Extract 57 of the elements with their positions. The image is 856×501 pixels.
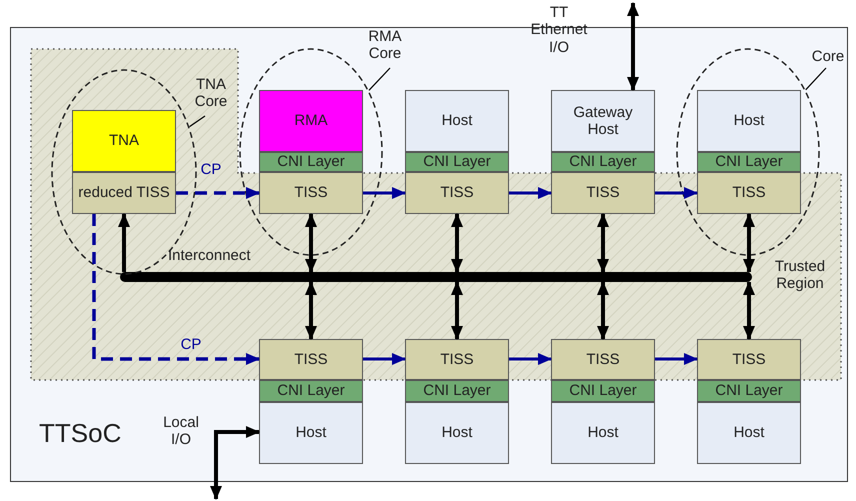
double-arrow xyxy=(743,213,755,273)
double-arrow xyxy=(597,213,609,273)
edge-label: Local I/O xyxy=(162,414,200,448)
tiss-block: TISS xyxy=(551,339,655,380)
double-arrow xyxy=(597,281,609,340)
edge-label: CP xyxy=(180,336,202,354)
arrow xyxy=(655,353,698,365)
host-block: Host xyxy=(697,90,801,152)
tiss-block: TISS xyxy=(697,172,801,214)
double-arrow xyxy=(627,2,639,91)
arrow xyxy=(118,213,130,272)
leader-line xyxy=(368,68,390,91)
arrow xyxy=(655,187,698,199)
bus-label: Interconnect xyxy=(168,247,251,264)
tiss-block: TISS xyxy=(697,339,801,380)
double-arrow xyxy=(305,281,317,340)
double-arrow xyxy=(305,213,317,273)
region-label: Trusted Region xyxy=(774,258,826,292)
tiss-block: reduced TISS xyxy=(72,172,176,214)
tiss-block: TISS xyxy=(551,172,655,214)
dashed-arrow xyxy=(176,187,260,199)
core-label: RMA Core xyxy=(360,28,410,68)
cni-layer-block: CNI Layer xyxy=(697,380,801,402)
cni-layer-block: CNI Layer xyxy=(697,152,801,172)
double-arrow xyxy=(451,213,463,273)
double-arrow xyxy=(743,281,755,340)
soc-label: TTSoC xyxy=(39,419,122,449)
cni-layer-block: CNI Layer xyxy=(405,152,509,172)
rma-block: RMA xyxy=(259,90,363,152)
tna-block: TNA xyxy=(72,110,176,172)
cni-layer-block: CNI Layer xyxy=(551,152,655,172)
cni-layer-block: CNI Layer xyxy=(259,152,363,172)
arrow xyxy=(363,353,406,365)
host-block: Host xyxy=(551,402,655,464)
core-label: Core xyxy=(806,48,847,68)
dashed-arrow xyxy=(92,214,260,365)
cni-layer-block: CNI Layer xyxy=(551,380,655,402)
tiss-block: TISS xyxy=(259,172,363,214)
host-block: Host xyxy=(697,402,801,464)
host-block: Host xyxy=(259,402,363,464)
cni-layer-block: CNI Layer xyxy=(405,380,509,402)
core-label: TNA Core xyxy=(188,76,234,116)
host-block: Host xyxy=(405,402,509,464)
leader-line xyxy=(189,116,206,128)
arrow xyxy=(509,187,552,199)
tiss-block: TISS xyxy=(405,339,509,380)
leader-line xyxy=(805,68,826,90)
tiss-block: TISS xyxy=(405,172,509,214)
arrow xyxy=(363,187,406,199)
arrow xyxy=(509,353,552,365)
tiss-block: TISS xyxy=(259,339,363,380)
host-block: Host xyxy=(405,90,509,152)
host-block: Gateway Host xyxy=(551,90,655,152)
cni-layer-block: CNI Layer xyxy=(259,380,363,402)
double-arrow xyxy=(210,426,260,500)
double-arrow xyxy=(451,281,463,340)
edge-label: CP xyxy=(200,161,222,178)
